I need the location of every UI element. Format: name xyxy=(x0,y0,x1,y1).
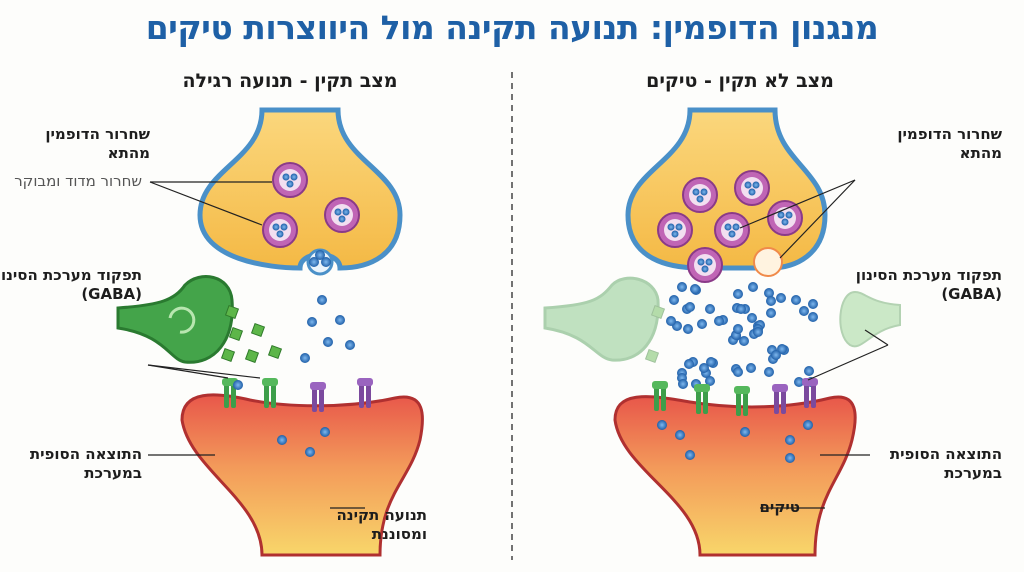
dopamine-molecule xyxy=(771,350,781,360)
dopamine-molecule xyxy=(746,363,756,373)
left-label-outcome: תנועה תקינה ומסוננת xyxy=(336,506,427,543)
left-label-gaba-function: תפקוד מערכת הסינון (GABA) xyxy=(0,266,142,303)
dopamine-molecule xyxy=(808,299,818,309)
right-postsynaptic-neuron xyxy=(613,378,857,557)
dopamine-molecule xyxy=(733,367,743,377)
dopamine-molecule xyxy=(766,308,776,318)
dopamine-molecule xyxy=(683,324,693,334)
dopamine-molecule xyxy=(748,282,758,292)
dopamine-molecule xyxy=(690,284,700,294)
right-dopamine-molecules xyxy=(666,282,818,389)
dopamine-molecule xyxy=(747,313,757,323)
left-leader-lines xyxy=(147,181,365,509)
dopamine-molecule xyxy=(705,304,715,314)
right-label-outcome: טיקים xyxy=(759,498,800,516)
dopamine-molecule xyxy=(791,295,801,305)
dopamine-molecule xyxy=(776,293,786,303)
dopamine-molecule xyxy=(764,367,774,377)
dopamine-molecule xyxy=(733,324,743,334)
left-postsynaptic-neuron xyxy=(180,378,424,557)
right-presynaptic-neuron xyxy=(625,107,828,283)
left-gaba-neuron xyxy=(116,275,282,364)
dopamine-molecule xyxy=(669,295,679,305)
dopamine-molecule xyxy=(697,319,707,329)
dopamine-molecule xyxy=(766,296,776,306)
right-panel-header: מצב לא תקין - טיקים xyxy=(646,70,834,92)
left-label-dopamine-release: שחרור הדופמין מהתא xyxy=(45,125,150,162)
dopamine-molecule xyxy=(699,363,709,373)
diagram-title: מנגנון הדופמין: תנועה תקינה מול היווצרות… xyxy=(145,8,879,47)
left-dopamine-molecules xyxy=(300,295,355,363)
right-leader-lines xyxy=(739,179,889,509)
dopamine-molecule xyxy=(733,289,743,299)
dopamine-molecule xyxy=(753,327,763,337)
left-label-controlled-release: שחרור מדוד ומבוקר xyxy=(14,172,142,190)
dopamine-molecule xyxy=(677,282,687,292)
dopamine-molecule xyxy=(714,316,724,326)
dopamine-molecule xyxy=(736,304,746,314)
right-gaba-neurons-faded xyxy=(543,276,901,363)
dopamine-molecule xyxy=(804,366,814,376)
left-label-final-result: התוצאה הסופית במערכת xyxy=(29,445,142,482)
right-label-final-result: התוצאה הסופית במערכת xyxy=(889,445,1002,482)
left-panel-header: מצב תקין - תנועה רגילה xyxy=(182,70,398,92)
right-label-dopamine-release: שחרור הדופמין מהתא xyxy=(897,125,1002,162)
dopamine-molecule xyxy=(685,302,695,312)
dopamine-molecule xyxy=(799,306,809,316)
dopamine-molecule xyxy=(808,312,818,322)
left-presynaptic-neuron xyxy=(197,107,403,276)
dopamine-molecule xyxy=(678,379,688,389)
dopamine-molecule xyxy=(684,359,694,369)
right-label-gaba-function: תפקוד מערכת הסינון (GABA) xyxy=(855,266,1002,303)
dopamine-molecule xyxy=(666,316,676,326)
